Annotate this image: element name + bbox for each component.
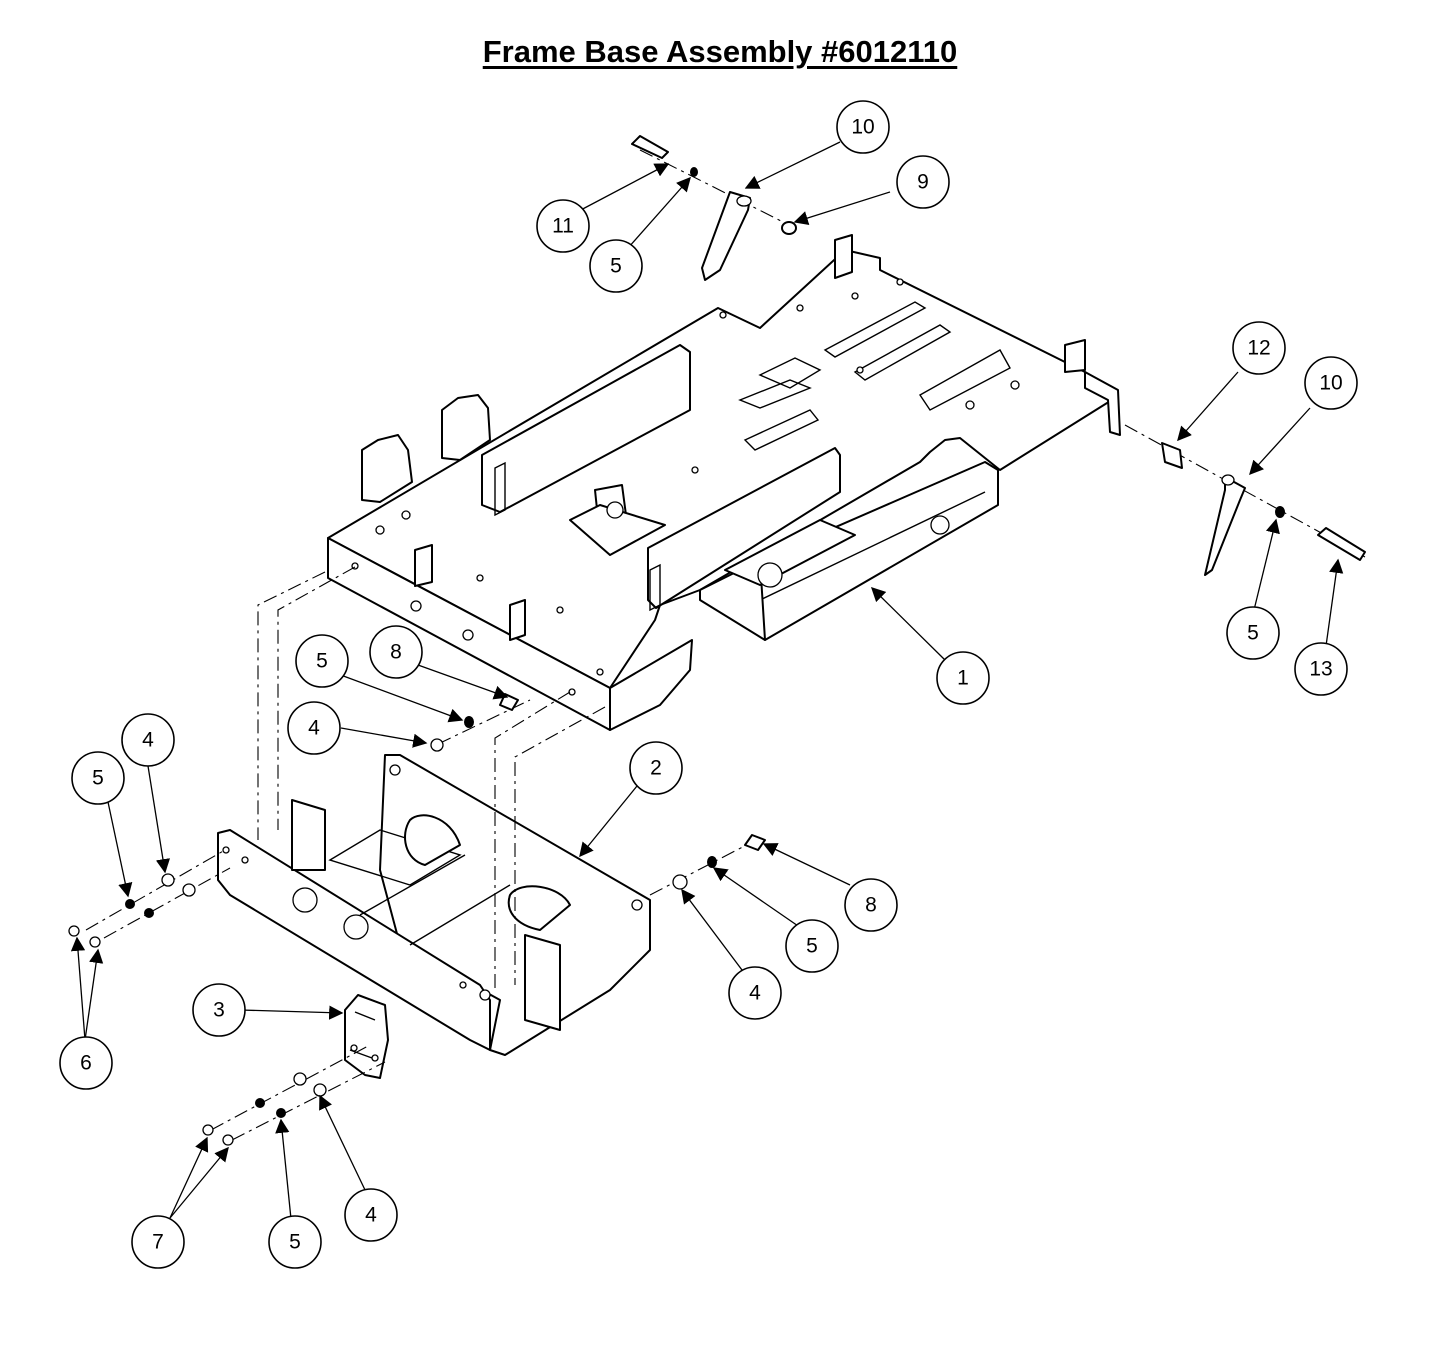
callout-11: 11: [536, 199, 590, 253]
callout-1: 1: [936, 651, 990, 705]
callout-label: 12: [1247, 337, 1270, 360]
callout-label: 5: [92, 767, 104, 790]
callout-label: 5: [610, 255, 622, 278]
callout-4: 4: [121, 713, 175, 767]
callout-4: 4: [287, 701, 341, 755]
callout-label: 13: [1309, 658, 1332, 681]
callout-label: 5: [806, 935, 818, 958]
callout-2: 2: [629, 741, 683, 795]
callout-label: 4: [365, 1204, 377, 1227]
callout-5: 5: [589, 239, 643, 293]
callout-3: 3: [192, 983, 246, 1037]
callout-5: 5: [1226, 606, 1280, 660]
callout-12: 12: [1232, 321, 1286, 375]
callout-label: 9: [917, 171, 929, 194]
callout-label: 4: [308, 717, 320, 740]
callout-9: 9: [896, 155, 950, 209]
callout-8: 8: [369, 625, 423, 679]
callout-label: 8: [865, 894, 877, 917]
callout-label: 11: [552, 215, 574, 238]
alignment-lines: [85, 149, 1366, 1141]
hardware: [68, 135, 1366, 1146]
callout-4: 4: [728, 966, 782, 1020]
bracket-plate: [344, 994, 389, 1079]
callout-label: 10: [1319, 372, 1342, 395]
callout-10: 10: [1304, 356, 1358, 410]
callout-label: 1: [957, 667, 969, 690]
callout-label: 5: [1247, 622, 1259, 645]
main-frame: [327, 234, 1121, 731]
callout-6: 6: [59, 1036, 113, 1090]
callout-label: 5: [316, 650, 328, 673]
hitch-weldment: [217, 754, 651, 1056]
callout-5: 5: [71, 751, 125, 805]
callout-5: 5: [268, 1215, 322, 1269]
callout-label: 4: [142, 729, 154, 752]
callout-7: 7: [131, 1215, 185, 1269]
callout-label: 3: [213, 999, 225, 1022]
diagram-title: Frame Base Assembly #6012110: [482, 34, 958, 69]
callout-5: 5: [785, 919, 839, 973]
callout-13: 13: [1294, 642, 1348, 696]
callout-10: 10: [836, 100, 890, 154]
leader-lines: [70, 141, 1344, 1220]
callout-8: 8: [844, 878, 898, 932]
callout-label: 4: [749, 982, 761, 1005]
callout-label: 2: [650, 757, 662, 780]
callout-label: 10: [851, 116, 874, 139]
callout-label: 7: [152, 1231, 164, 1254]
callout-label: 5: [289, 1231, 301, 1254]
callout-label: 8: [390, 641, 402, 664]
callout-label: 6: [80, 1052, 92, 1075]
callout-5: 5: [295, 634, 349, 688]
callout-4: 4: [344, 1188, 398, 1242]
